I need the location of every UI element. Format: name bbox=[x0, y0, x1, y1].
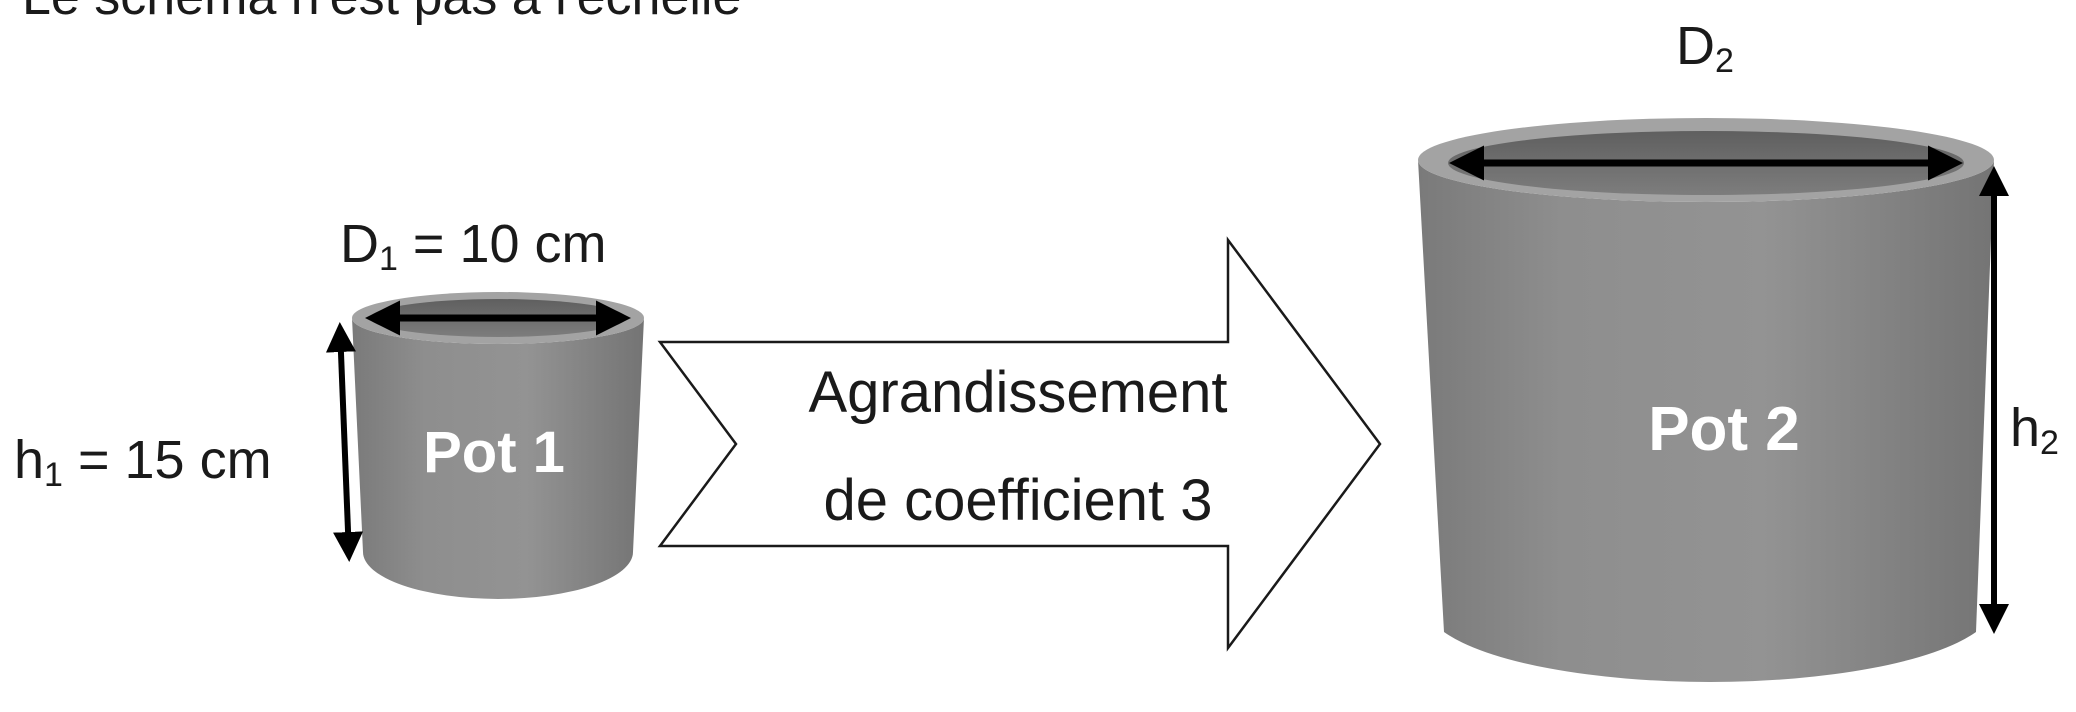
pot-2-height-label: h2 bbox=[2010, 398, 2059, 462]
enlargement-arrow-shape bbox=[657, 236, 1382, 652]
scale-caption: Le schéma n'est pas à l'échelle bbox=[22, 0, 741, 26]
arrow-text-line-1: Agrandissement bbox=[808, 360, 1227, 425]
pot-1-body bbox=[352, 318, 644, 599]
pot-1: Pot 1 bbox=[352, 292, 644, 599]
pot-2-diameter-label: D2 bbox=[1676, 16, 1734, 80]
pot-1-diameter-label: D1 = 10 cm bbox=[340, 214, 607, 278]
pot-1-height-label: h1 = 15 cm bbox=[14, 430, 272, 494]
pot-2: Pot 2 bbox=[1418, 118, 1994, 682]
arrow-text-line-2: de coefficient 3 bbox=[823, 468, 1212, 533]
pot-2-name: Pot 2 bbox=[1648, 395, 1800, 464]
pot-1-height-arrow bbox=[325, 322, 364, 562]
pot-1-name: Pot 1 bbox=[423, 420, 565, 485]
pot-2-body bbox=[1418, 160, 1994, 682]
